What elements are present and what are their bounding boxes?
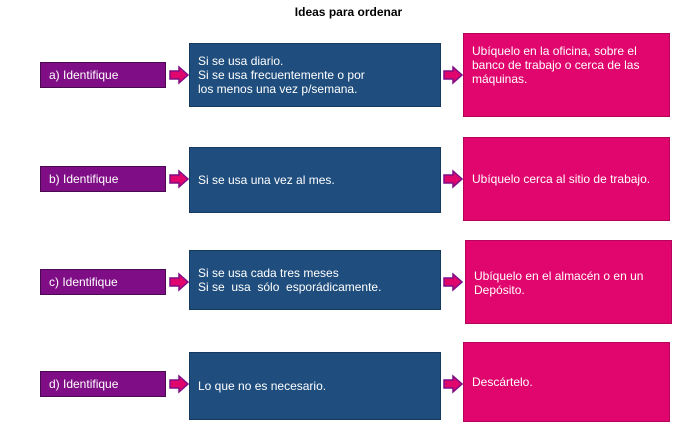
arrow-right-icon: [443, 374, 463, 394]
condition-line: Si se usa frecuentemente o por: [198, 68, 365, 82]
row-a-action: Ubíquelo en la oficina, sobre el banco d…: [463, 33, 670, 117]
condition-line: Si se usa cada tres meses: [198, 266, 339, 280]
row-b-condition: Si se usa una vez al mes.: [189, 147, 441, 213]
arrow-right-icon: [443, 169, 463, 189]
row-a-condition: Si se usa diario. Si se usa frecuentemen…: [189, 43, 441, 107]
condition-line: Si se usa sólo esporádicamente.: [198, 280, 382, 294]
row-d-action: Descártelo.: [463, 342, 670, 422]
arrow-right-icon: [169, 374, 189, 394]
row-a-label: a) Identifique: [40, 62, 166, 88]
action-line: Descártelo.: [472, 375, 533, 389]
row-b-action: Ubíquelo cerca al sitio de trabajo.: [463, 137, 670, 221]
arrow-right-icon: [443, 272, 463, 292]
row-b-label: b) Identifique: [40, 166, 166, 192]
arrow-right-icon: [169, 169, 189, 189]
condition-line: Si se usa diario.: [198, 54, 284, 68]
action-line: máquinas.: [472, 72, 528, 86]
row-c-action: Ubíquelo en el almacén o en un Depósito.: [465, 240, 672, 324]
arrow-right-icon: [443, 65, 463, 85]
row-d-label: d) Identifique: [40, 371, 166, 397]
arrow-right-icon: [169, 65, 189, 85]
page-title: Ideas para ordenar: [294, 5, 403, 19]
action-line: Ubíquelo cerca al sitio de trabajo.: [472, 172, 651, 186]
action-line: Depósito.: [474, 283, 525, 297]
row-d-condition: Lo que no es necesario.: [189, 352, 441, 420]
action-line: banco de trabajo o cerca de las: [472, 58, 640, 72]
arrow-right-icon: [169, 272, 189, 292]
action-line: Ubíquelo en el almacén o en un: [474, 269, 644, 283]
row-c-label: c) Identifique: [40, 269, 166, 295]
condition-line: Lo que no es necesario.: [198, 379, 327, 393]
condition-line: los menos una vez p/semana.: [198, 82, 358, 96]
condition-line: Si se usa una vez al mes.: [198, 173, 335, 187]
action-line: Ubíquelo en la oficina, sobre el: [472, 44, 637, 58]
row-c-condition: Si se usa cada tres meses Si se usa sólo…: [189, 250, 441, 310]
